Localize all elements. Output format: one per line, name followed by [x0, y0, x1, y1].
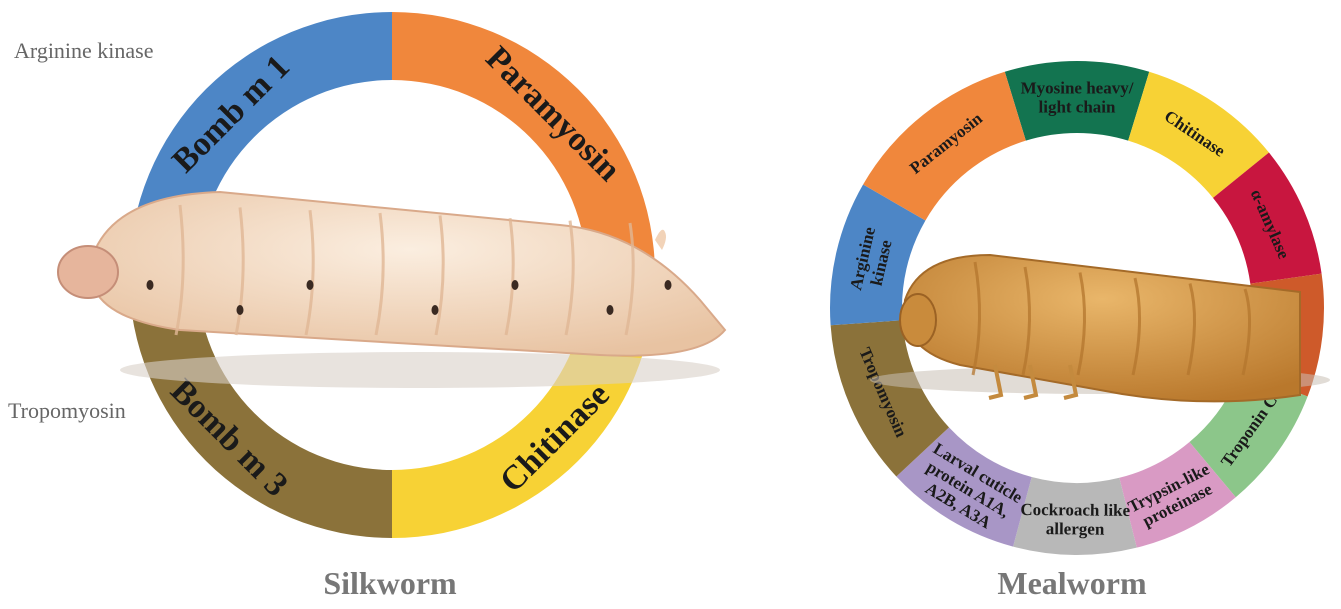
silkworm-caption: Silkworm: [323, 565, 456, 602]
silkworm-outer-label-arginine-kinase: Arginine kinase: [14, 38, 154, 64]
silkworm-outer-label-tropomyosin: Tropomyosin: [8, 398, 126, 424]
silkworm-label-paramyosin: Paramyosin: [478, 40, 627, 189]
mealworm-caption: Mealworm: [997, 565, 1146, 602]
